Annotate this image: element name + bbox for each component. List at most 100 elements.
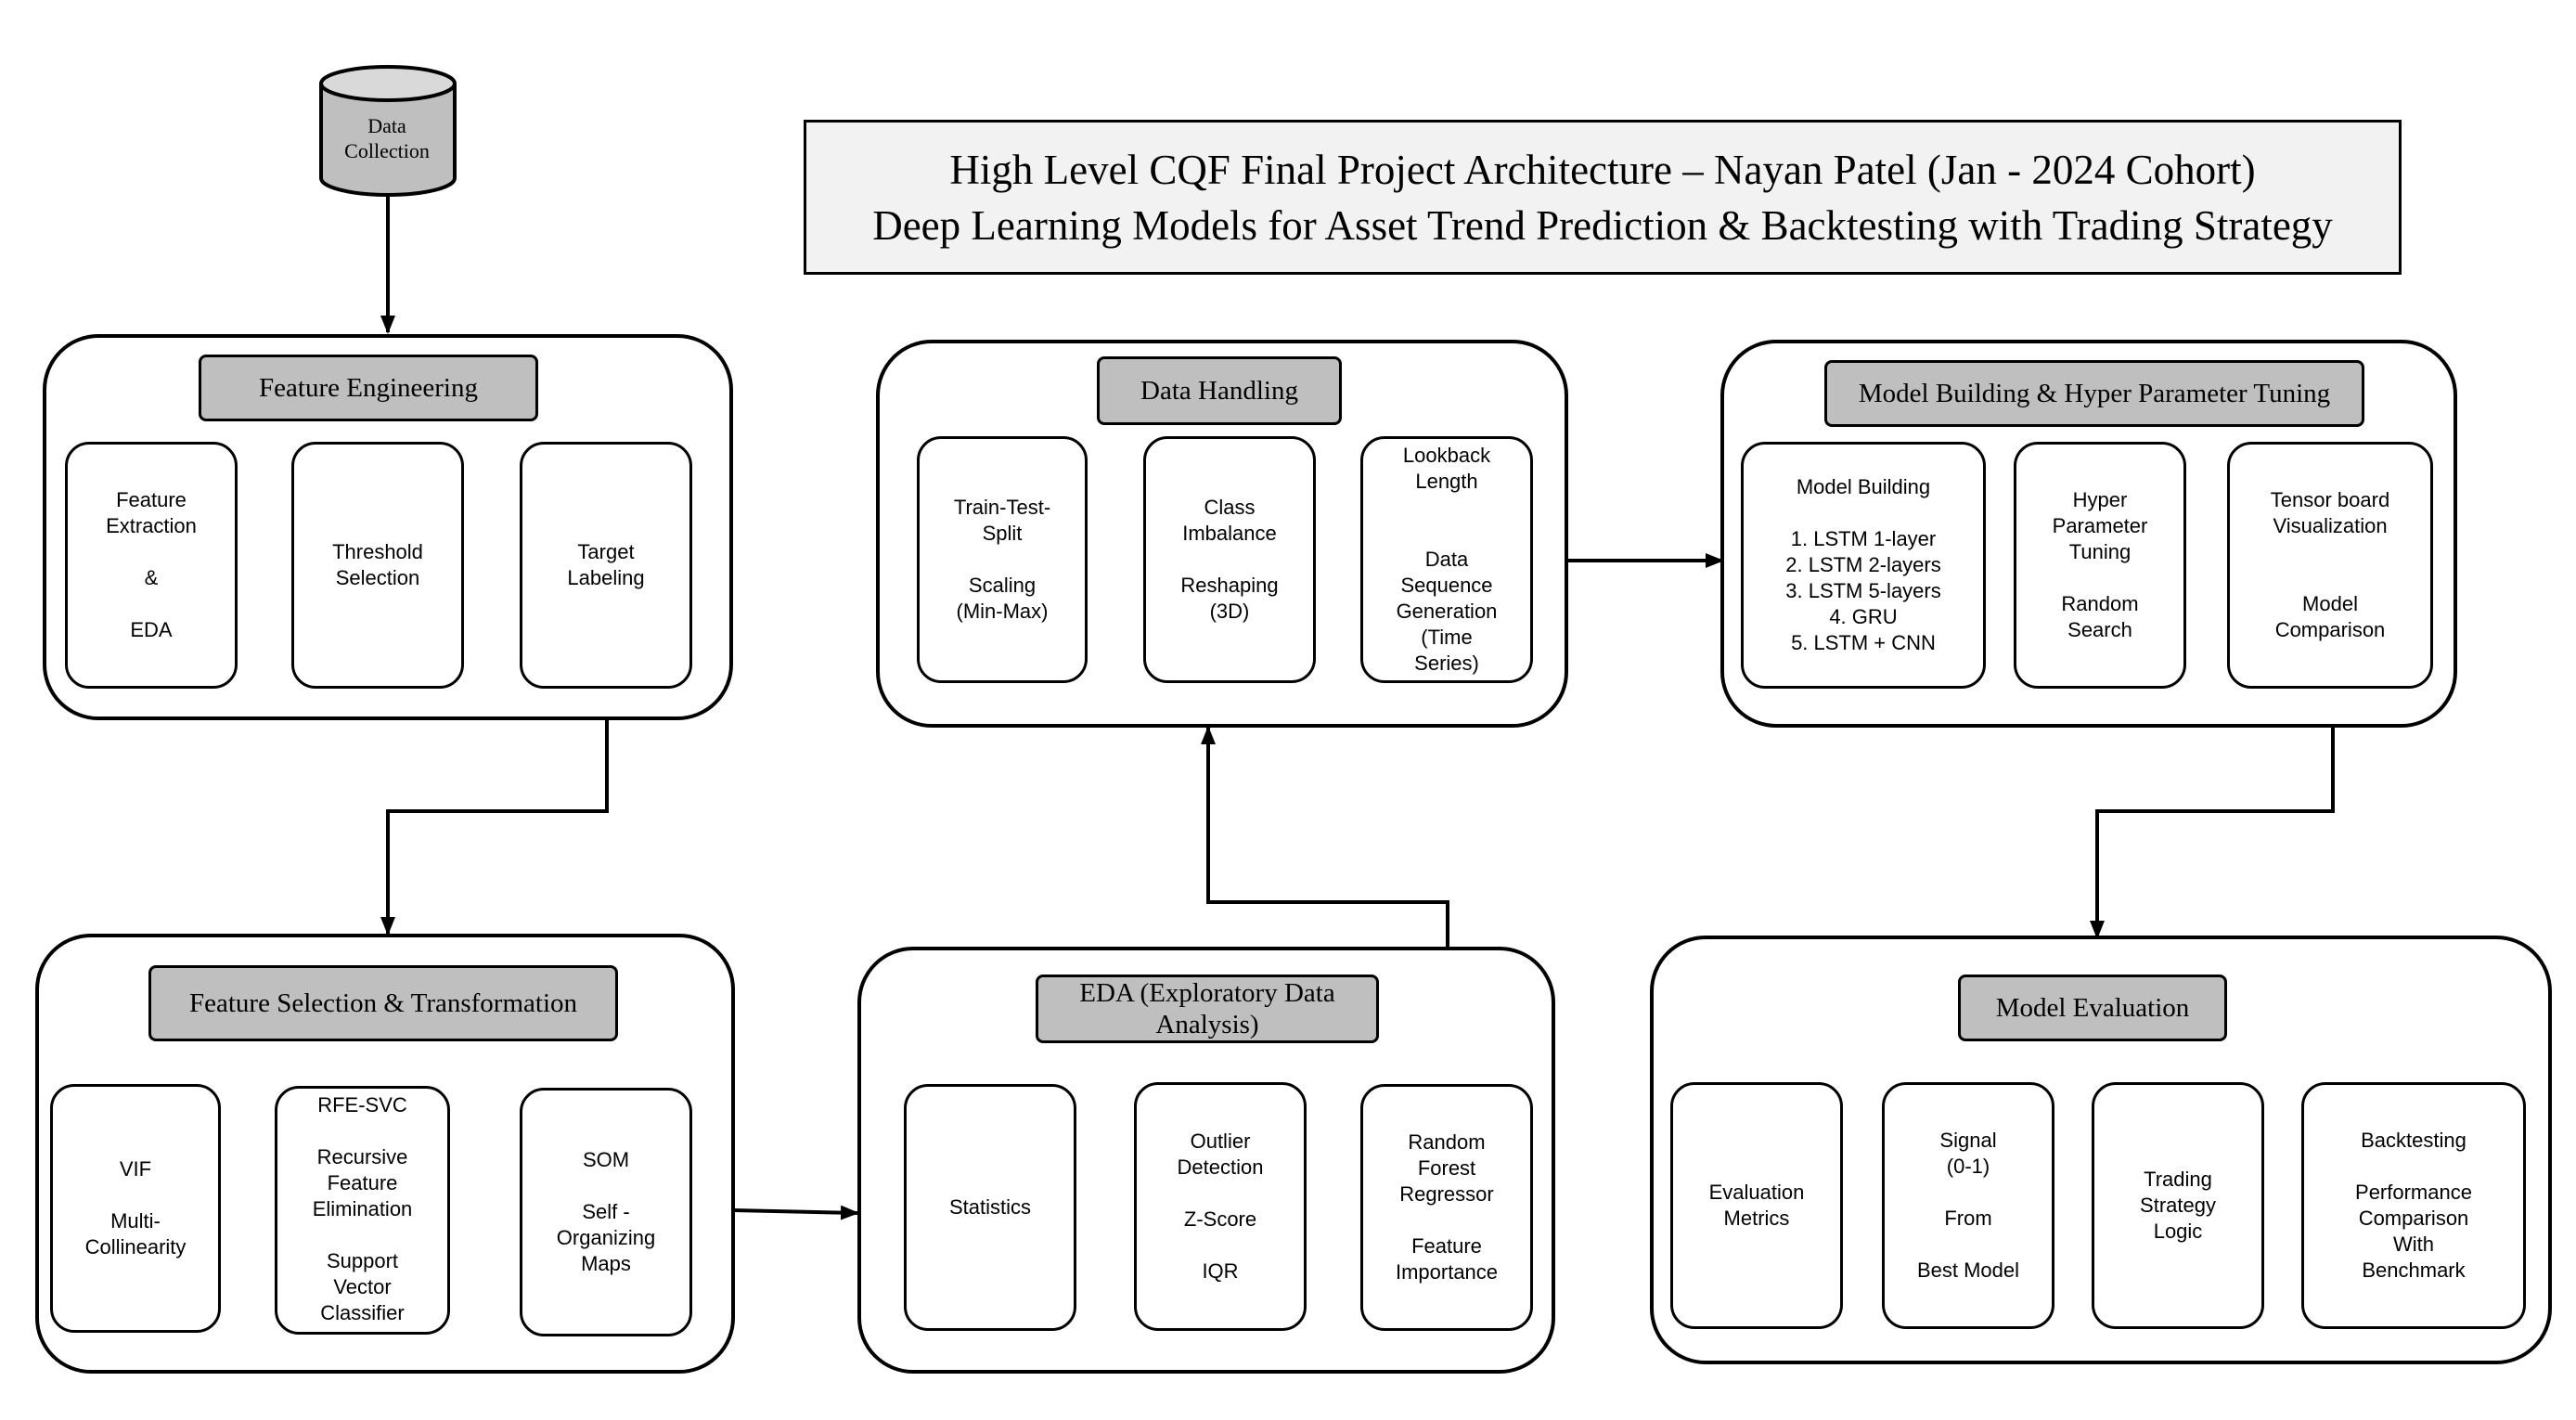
box-text-line: RFE-SVC	[317, 1093, 407, 1117]
box-text-line: EDA	[130, 618, 173, 641]
box-text-line: Logic	[2153, 1220, 2203, 1243]
box-text-line: 1. LSTM 1-layer	[1790, 527, 1937, 550]
box-text-line: Labeling	[567, 566, 645, 589]
box-text-line: Reshaping	[1180, 574, 1279, 597]
header-model-building: Model Building & Hyper Parameter Tuning	[1824, 360, 2364, 427]
box-text-line: Multi-	[110, 1209, 161, 1233]
box-text-line: Lookback	[1402, 444, 1491, 467]
box-text-line: Data	[1424, 548, 1469, 571]
box-text-line: Sequence	[1400, 574, 1493, 597]
box-text-line: With	[2393, 1233, 2434, 1256]
box-text-line: Feature	[327, 1171, 398, 1194]
box-text-line: Self -	[582, 1200, 630, 1223]
box-text-line: (Min-Max)	[956, 600, 1049, 623]
header-model-evaluation: Model Evaluation	[1958, 975, 2227, 1041]
box-text-line: Support	[326, 1249, 399, 1272]
box-text-line: Collinearity	[84, 1235, 187, 1259]
diagram-title-box: High Level CQF Final Project Architectur…	[804, 120, 2402, 275]
header-feature-selection: Feature Selection & Transformation	[148, 965, 618, 1041]
box-text-line: Generation	[1396, 600, 1498, 623]
box-text-line: Classifier	[320, 1301, 405, 1324]
box-text-line: Strategy	[2140, 1194, 2216, 1217]
box-text-line: Trading	[2144, 1168, 2212, 1191]
box-text-line: Selection	[335, 566, 420, 589]
box-text-line: Scaling	[968, 574, 1037, 597]
box-text-line: &	[144, 566, 159, 589]
box-text-line: Hyper	[2072, 488, 2128, 511]
data-collection-label: Data Collection	[317, 113, 457, 163]
connector-fe-to-feature-selection	[380, 689, 609, 936]
box-text-line: Visualization	[2273, 514, 2388, 537]
box-text-line: Comparison	[2358, 1207, 2469, 1230]
box-text-line: Series)	[1414, 652, 1479, 675]
box-text-line: Feature	[116, 488, 187, 511]
box-text-line: Importance	[1395, 1260, 1499, 1284]
box-text-line: Model	[2302, 592, 2358, 615]
header-feature-engineering: Feature Engineering	[199, 355, 538, 421]
box-text-line: From	[1944, 1207, 1992, 1230]
box-text-line: Evaluation	[1708, 1181, 1805, 1204]
box-text-line: Extraction	[106, 514, 197, 537]
header-eda-line: EDA (Exploratory Data	[1079, 978, 1335, 1008]
box-text-line: Performance	[2355, 1181, 2472, 1204]
box-text-line: Random	[1408, 1130, 1486, 1154]
box-text-line: Parameter	[2052, 514, 2148, 537]
box-text-line: 5. LSTM + CNN	[1791, 631, 1936, 654]
box-text-line: Tuning	[2068, 540, 2132, 563]
box-text-line: Z-Score	[1183, 1207, 1257, 1231]
box-text-line: Statistics	[948, 1195, 1032, 1219]
box-text-line: Comparison	[2274, 618, 2386, 641]
box-text-line: Train-Test-	[953, 496, 1051, 519]
box-text-line: 2. LSTM 2-layers	[1785, 553, 1941, 576]
box-text-line: 3. LSTM 5-layers	[1785, 579, 1941, 602]
box-text-line: Class	[1204, 496, 1256, 519]
box-text-line: Maps	[581, 1252, 631, 1275]
title-line-2: Deep Learning Models for Asset Trend Pre…	[872, 201, 2333, 249]
box-text-line: SOM	[582, 1148, 630, 1171]
box-text-line: Target	[577, 540, 635, 563]
header-eda-line: Analysis)	[1155, 1010, 1259, 1039]
box-text-line: Model Building	[1796, 475, 1931, 498]
title-line-1: High Level CQF Final Project Architectur…	[949, 146, 2256, 193]
box-text-line: Random	[2061, 592, 2139, 615]
box-text-line: Metrics	[1723, 1207, 1790, 1230]
box-text-line: Outlier	[1190, 1130, 1251, 1153]
box-text-line: Detection	[1177, 1155, 1264, 1179]
box-text-line: IQR	[1202, 1259, 1239, 1283]
box-text-line: (Time	[1421, 626, 1473, 649]
box-text-line: Benchmark	[2362, 1259, 2466, 1282]
connector-mb-to-evaluation	[2090, 689, 2335, 939]
box-text-line: Threshold	[332, 540, 423, 563]
box-text-line: (3D)	[1209, 600, 1250, 623]
box-text-line: Search	[2067, 618, 2132, 641]
box-text-line: Split	[982, 522, 1023, 545]
box-model-building-list: Model Building 1. LSTM 1-layer 2. LSTM 2-l…	[1741, 442, 1986, 689]
box-text-line: Elimination	[312, 1197, 413, 1220]
box-text-line: Recursive	[316, 1145, 408, 1168]
box-text-line: Forest	[1417, 1156, 1476, 1180]
box-statistics: Statistics	[904, 1084, 1076, 1331]
box-text-line: Feature	[1411, 1234, 1482, 1258]
box-text-line: Organizing	[556, 1226, 656, 1249]
box-text-line: Imbalance	[1182, 522, 1277, 545]
data-collection-label-line: Collection	[344, 139, 430, 162]
box-text-line: (0-1)	[1946, 1155, 1990, 1178]
box-text-line: Tensor board	[2270, 488, 2390, 511]
box-text-line: Backtesting	[2361, 1129, 2467, 1152]
box-text-line: 4. GRU	[1829, 605, 1898, 628]
header-eda: EDA (Exploratory Data Analysis)	[1036, 975, 1379, 1043]
